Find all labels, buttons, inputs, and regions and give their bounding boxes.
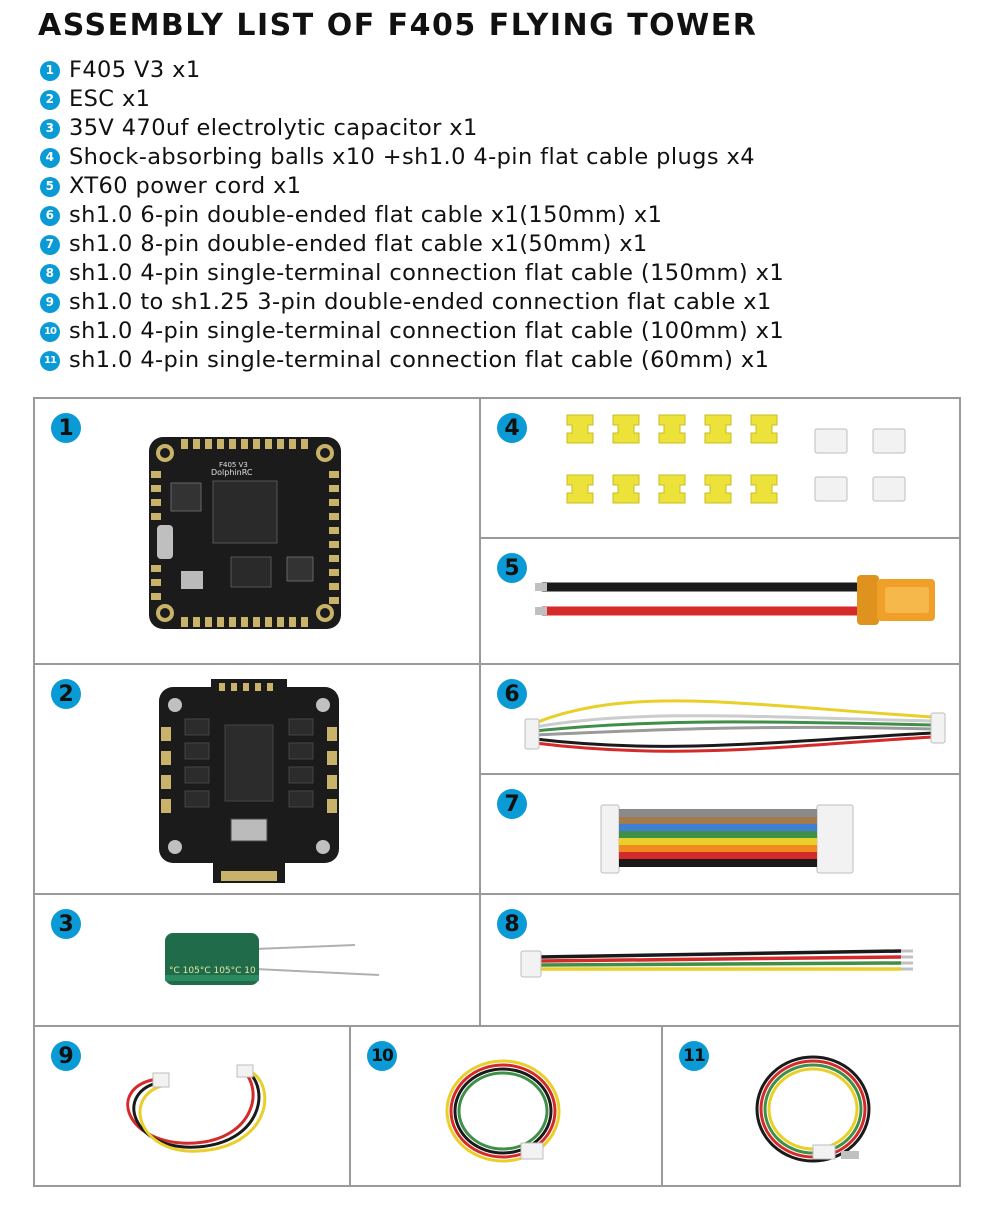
board-model: F405 V3 [219, 461, 248, 469]
list-item: 3 35V 470uf electrolytic capacitor x1 [40, 114, 784, 143]
panel-8pin-cable: 7 [480, 774, 960, 894]
page-title: ASSEMBLY LIST OF F405 FLYING TOWER [38, 8, 758, 43]
list-item: 9 sh1.0 to sh1.25 3-pin double-ended conn… [40, 288, 784, 317]
4pin-150-cable-image [520, 949, 913, 978]
panel-number-badge: 11 [679, 1041, 709, 1071]
esc-image [159, 679, 339, 883]
panel-esc: 2 [34, 664, 480, 894]
parts-grid: 1 DolphinRC F405 V3 [33, 397, 961, 1187]
item-number-badge: 1 [40, 60, 60, 81]
panel-3pin-cable: 9 [34, 1026, 350, 1186]
panel-number-badge: 9 [51, 1041, 81, 1071]
item-number-badge: 9 [40, 292, 60, 313]
item-text: sh1.0 4-pin single-terminal connection f… [69, 347, 770, 373]
capacitor-label: °C 105°C 105°C 10 [169, 966, 256, 976]
list-item: 7 sh1.0 8-pin double-ended flat cable x1(… [40, 230, 784, 259]
item-number-badge: 10 [40, 321, 60, 342]
list-item: 6 sh1.0 6-pin double-ended flat cable x1(… [40, 201, 784, 230]
list-item: 2 ESC x1 [40, 85, 784, 114]
item-text: sh1.0 to sh1.25 3-pin double-ended conne… [69, 289, 772, 315]
item-number-badge: 2 [40, 89, 60, 110]
item-number-badge: 6 [40, 205, 60, 226]
item-number-badge: 3 [40, 118, 60, 139]
panel-number-badge: 6 [497, 679, 527, 709]
panel-number-badge: 5 [497, 553, 527, 583]
panel-number-badge: 7 [497, 789, 527, 819]
list-item: 11 sh1.0 4-pin single-terminal connection… [40, 346, 784, 375]
panel-number-badge: 8 [497, 909, 527, 939]
item-text: sh1.0 6-pin double-ended flat cable x1(1… [69, 202, 663, 228]
capacitor-image: °C 105°C 105°C 10 [165, 933, 380, 985]
dampers-plugs-image [566, 414, 906, 504]
flight-controller-image: DolphinRC F405 V3 [149, 437, 341, 629]
panel-number-badge: 10 [367, 1041, 397, 1071]
panel-4pin-100-cable: 10 [350, 1026, 662, 1186]
item-text: 35V 470uf electrolytic capacitor x1 [69, 115, 478, 141]
panel-number-badge: 2 [51, 679, 81, 709]
list-item: 1 F405 V3 x1 [40, 56, 784, 85]
panel-number-badge: 1 [51, 413, 81, 443]
list-item: 8 sh1.0 4-pin single-terminal connection … [40, 259, 784, 288]
item-text: F405 V3 x1 [69, 57, 201, 83]
item-text: XT60 power cord x1 [69, 173, 302, 199]
panel-6pin-cable: 6 [480, 664, 960, 774]
panel-number-badge: 3 [51, 909, 81, 939]
8pin-cable-image [600, 804, 854, 874]
4pin-60-cable-image [755, 1055, 871, 1163]
panel-dampers-plugs: 4 [480, 398, 960, 538]
panel-xt60-cord: 5 [480, 538, 960, 664]
panel-4pin-60-cable: 11 [662, 1026, 960, 1186]
item-text: Shock-absorbing balls x10 +sh1.0 4-pin f… [69, 144, 755, 170]
panel-4pin-150-cable: 8 [480, 894, 960, 1026]
item-text: sh1.0 4-pin single-terminal connection f… [69, 260, 785, 286]
item-number-badge: 8 [40, 263, 60, 284]
item-text: sh1.0 8-pin double-ended flat cable x1(5… [69, 231, 648, 257]
item-number-badge: 11 [40, 350, 60, 371]
assembly-list: 1 F405 V3 x1 2 ESC x1 3 35V 470uf electroly… [40, 56, 784, 375]
list-item: 5 XT60 power cord x1 [40, 172, 784, 201]
4pin-100-cable-image [445, 1059, 561, 1163]
xt60-cord-image [535, 575, 935, 625]
item-text: sh1.0 4-pin single-terminal connection f… [69, 318, 785, 344]
item-number-badge: 7 [40, 234, 60, 255]
board-brand: DolphinRC [211, 468, 253, 477]
item-number-badge: 5 [40, 176, 60, 197]
item-text: ESC x1 [69, 86, 151, 112]
6pin-cable-image [524, 699, 946, 753]
3pin-cable-image [126, 1064, 267, 1153]
list-item: 10 sh1.0 4-pin single-terminal connection… [40, 317, 784, 346]
panel-capacitor: 3 °C 105°C 105°C 10 [34, 894, 480, 1026]
item-number-badge: 4 [40, 147, 60, 168]
panel-number-badge: 4 [497, 413, 527, 443]
list-item: 4 Shock-absorbing balls x10 +sh1.0 4-pin … [40, 143, 784, 172]
panel-flight-controller: 1 DolphinRC F405 V3 [34, 398, 480, 664]
